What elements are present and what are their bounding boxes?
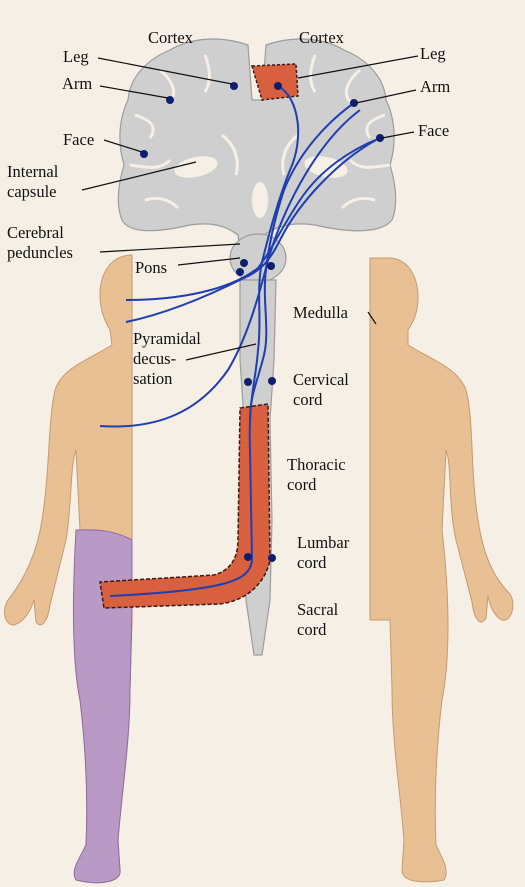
- label-lumbar-2: cord: [297, 553, 327, 572]
- dot-pons-1: [236, 268, 244, 276]
- dot-cervical-2: [268, 377, 276, 385]
- corticospinal-tracts: [99, 85, 381, 597]
- dot-lesion-leg: [274, 82, 282, 90]
- label-arm-right: Arm: [420, 77, 451, 96]
- cortex-lesion: [251, 63, 299, 101]
- label-face-left: Face: [63, 130, 95, 149]
- label-leg-left: Leg: [63, 47, 89, 66]
- label-pyramidal-2: decus-: [133, 349, 177, 368]
- label-thoracic-2: cord: [287, 475, 317, 494]
- label-internal-capsule-2: capsule: [7, 182, 57, 201]
- label-cerebral-peduncles-2: peduncles: [7, 243, 73, 262]
- brain-section: [117, 38, 397, 251]
- label-cervical-1: Cervical: [293, 370, 349, 389]
- dot-face: [376, 134, 384, 142]
- affected-leg: [72, 529, 133, 884]
- dot-cortex-leg: [230, 82, 238, 90]
- dot-lumbar-2: [268, 554, 276, 562]
- dot-lumbar-1: [244, 553, 252, 561]
- label-medulla: Medulla: [293, 303, 348, 322]
- label-pyramidal-3: sation: [133, 369, 173, 388]
- dot-pons-2: [240, 259, 248, 267]
- label-cervical-2: cord: [293, 390, 323, 409]
- dot-cervical-1: [244, 378, 252, 386]
- dot-pons-3: [267, 262, 275, 270]
- label-thoracic-1: Thoracic: [287, 455, 346, 474]
- left-body-figure: [4, 254, 133, 884]
- dot-arm: [350, 99, 358, 107]
- label-sacral-2: cord: [297, 620, 327, 639]
- label-cortex-left: Cortex: [148, 28, 193, 47]
- right-body-figure: [369, 257, 514, 883]
- label-lumbar-1: Lumbar: [297, 533, 350, 552]
- label-leg-right: Leg: [420, 44, 446, 63]
- label-face-right: Face: [418, 121, 450, 140]
- label-internal-capsule-1: Internal: [7, 162, 59, 181]
- label-sacral-1: Sacral: [297, 600, 339, 619]
- dot-cortex-arm: [166, 96, 174, 104]
- label-cortex-right: Cortex: [299, 28, 344, 47]
- label-pyramidal-1: Pyramidal: [133, 329, 201, 348]
- spinal-lesion: [99, 403, 271, 609]
- label-pons: Pons: [135, 258, 168, 277]
- label-cerebral-peduncles-1: Cerebral: [7, 223, 64, 242]
- leader-lines: [81, 55, 419, 361]
- label-arm-left: Arm: [62, 74, 93, 93]
